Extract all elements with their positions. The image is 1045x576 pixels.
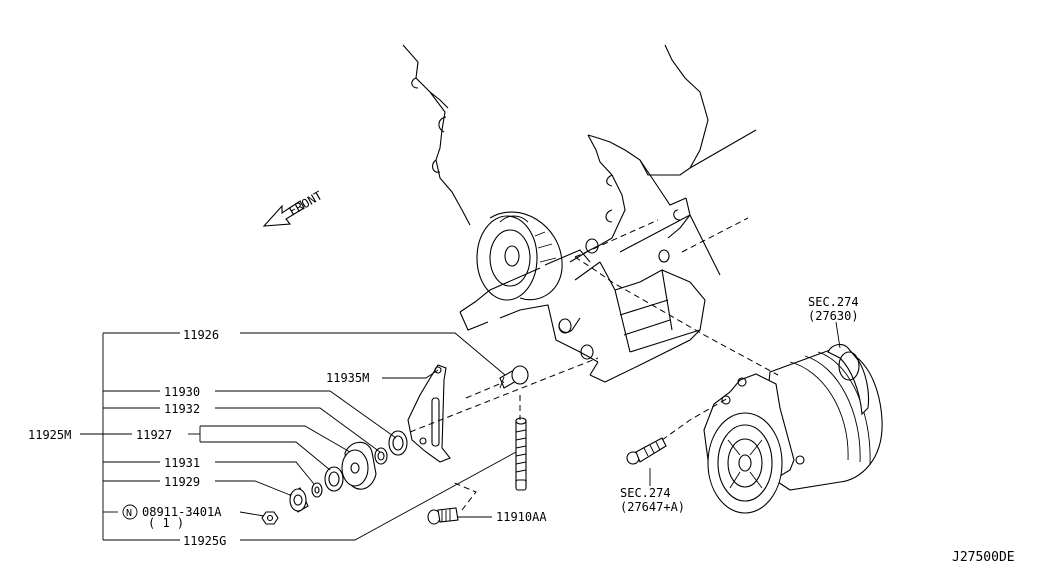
- idler-bracket: [407, 364, 451, 463]
- label-sec274-bottom: SEC.274: [620, 486, 671, 500]
- label-nut-qty: ( 1 ): [148, 516, 184, 530]
- label-11927: 11927: [136, 428, 172, 442]
- label-11925m: 11925M: [28, 428, 71, 442]
- label-11925g: 11925G: [183, 534, 226, 548]
- nut-marker-label: N: [126, 508, 132, 519]
- engine-block: [402, 44, 757, 383]
- label-11932: 11932: [164, 402, 200, 416]
- front-arrow-icon: [262, 200, 305, 227]
- nut-marker-circle: [122, 504, 138, 520]
- label-11926: 11926: [183, 328, 219, 342]
- pulley-stack: [261, 430, 408, 525]
- bolt-11910aa: [427, 507, 459, 525]
- ac-compressor: [703, 343, 883, 514]
- idler-bolt: [499, 365, 529, 389]
- label-11910aa: 11910AA: [496, 510, 547, 524]
- label-sec274-bottom-ref: (27647+A): [620, 500, 685, 514]
- label-sec274-top: SEC.274: [808, 295, 859, 309]
- label-11931: 11931: [164, 456, 200, 470]
- label-11929: 11929: [164, 475, 200, 489]
- leader-lines: [80, 321, 841, 541]
- label-11930: 11930: [164, 385, 200, 399]
- assembly-dashed-lines: [409, 217, 779, 511]
- label-11935m: 11935M: [326, 371, 369, 385]
- diagram-id: J27500DE: [952, 550, 1015, 565]
- label-sec274-top-ref: (27630): [808, 309, 859, 323]
- long-bolt: [515, 417, 527, 491]
- front-label: FRONT: [287, 188, 325, 218]
- crank-pulley: [476, 211, 563, 301]
- compressor-bolt: [626, 437, 667, 465]
- label-nut-code: 08911-3401A: [142, 505, 222, 519]
